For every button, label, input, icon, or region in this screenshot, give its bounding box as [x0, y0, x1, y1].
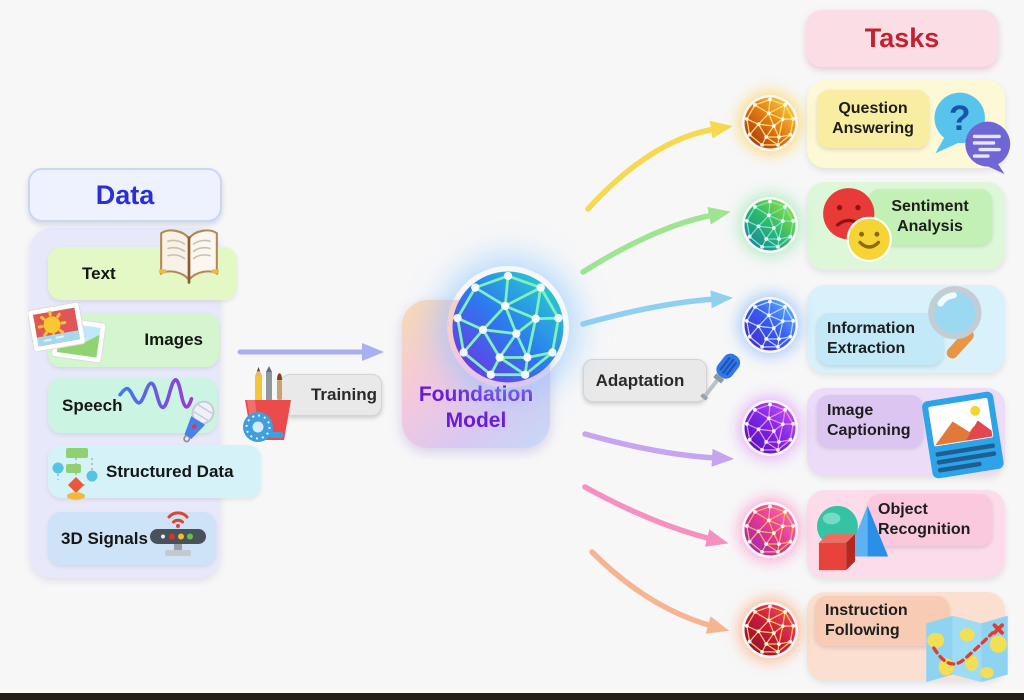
image-card-icon: [916, 390, 1010, 482]
arrow-qa: [585, 120, 733, 212]
adaptation-label-text: Adaptation: [595, 370, 685, 390]
data-item-structured-label: Structured Data: [106, 461, 234, 481]
data-item-3d-signals: 3D Signals: [48, 512, 216, 565]
data-item-text-label: Text: [82, 263, 116, 283]
sentiment-sphere-icon: [742, 197, 798, 253]
arrow-info: [580, 290, 733, 327]
tasks-header-label: Tasks: [864, 23, 940, 53]
instruction-sphere-icon: [742, 602, 798, 658]
bottom-letterbox-bar: [0, 693, 1024, 700]
data-item-images-label: Images: [144, 330, 203, 350]
training-label: Training: [280, 374, 382, 416]
svg-text:?: ?: [949, 98, 971, 138]
data-item-signals-label: 3D Signals: [61, 528, 148, 548]
sensor-icon: [146, 505, 210, 563]
book-icon: [156, 228, 222, 288]
object-recognition-sphere-icon: [742, 502, 798, 558]
foundation-model-sphere-icon: [447, 266, 569, 388]
task-label-object-recognition: Object Recognition: [868, 494, 992, 546]
screwdriver-icon: [686, 348, 752, 414]
captioning-sphere-icon: [742, 400, 798, 456]
training-label-text: Training: [310, 385, 378, 404]
task-label-question-answering: Question Answering: [817, 90, 929, 148]
pencil-cup-icon: [232, 366, 308, 446]
map-icon: [920, 612, 1014, 684]
magnifier-icon: [922, 282, 1002, 370]
arrow-instruction: [589, 549, 730, 634]
adaptation-label: Adaptation: [583, 359, 707, 402]
qa-sphere-icon: [742, 95, 798, 151]
data-item-speech-label: Speech: [62, 395, 123, 415]
3d-shapes-icon: [810, 500, 898, 576]
task-label-information-extraction: Information Extraction: [817, 313, 943, 365]
data-item-structured-data: Structured Data: [48, 445, 261, 498]
flowchart-icon: [50, 444, 104, 500]
foundation-model-label: Foundation Model: [418, 383, 534, 433]
info-extraction-sphere-icon: [742, 297, 798, 353]
sad-happy-faces-icon: [818, 186, 900, 264]
task-label-image-captioning: Image Captioning: [817, 395, 923, 447]
tasks-header: Tasks: [806, 10, 998, 67]
arrow-object: [582, 484, 729, 547]
data-header: Data: [28, 168, 222, 222]
speech-bubbles-icon: ?: [920, 88, 1020, 174]
arrow-caption: [582, 431, 734, 467]
arrow-sentiment: [580, 206, 731, 275]
mic-waveform-icon: [118, 372, 216, 444]
data-header-label: Data: [95, 179, 155, 210]
photos-icon: [28, 300, 110, 374]
